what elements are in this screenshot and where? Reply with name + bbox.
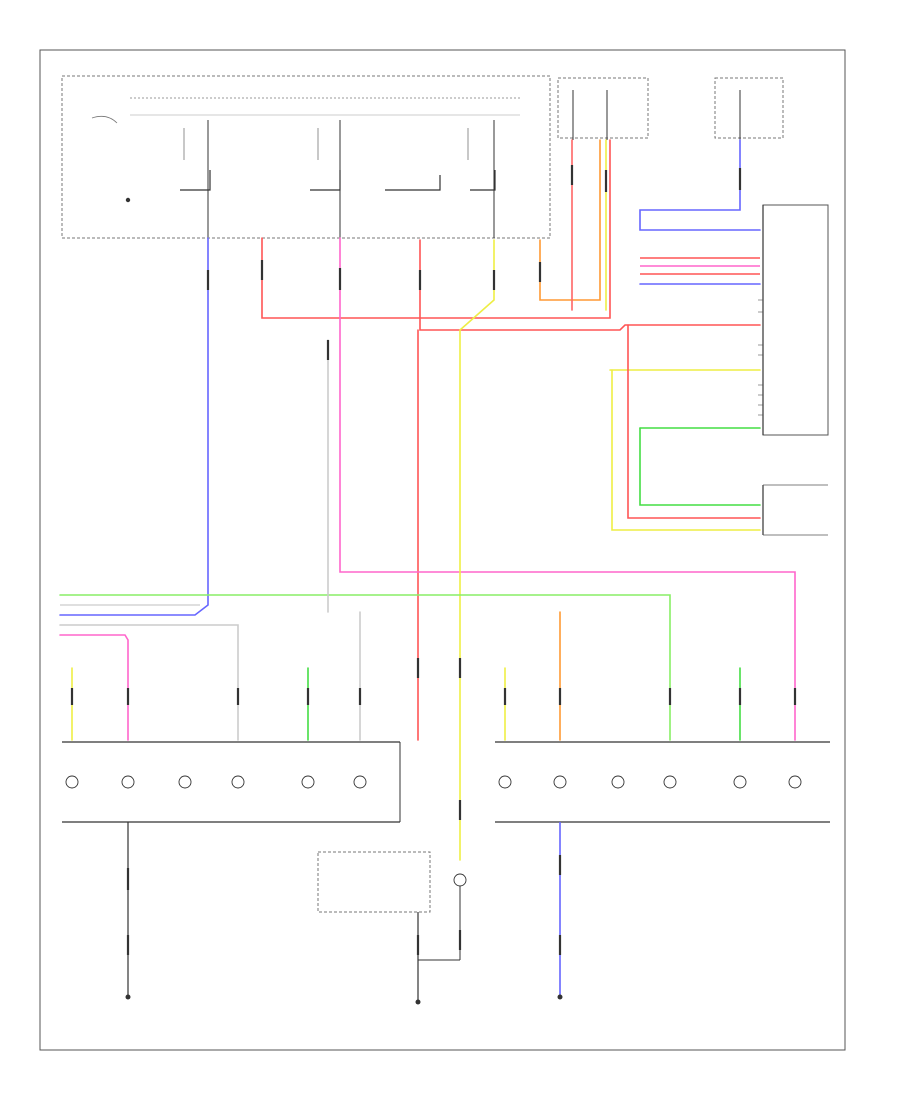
connector-marks (70, 165, 797, 955)
top-module (61, 75, 551, 239)
ground-center (415, 999, 421, 1005)
wire-blue-right (639, 139, 761, 231)
wire-red-right2 (627, 324, 761, 519)
diagram-frame (39, 49, 846, 1051)
fuse-box-1 (557, 77, 649, 140)
left-lamp-assembly (62, 741, 401, 823)
wire-red-main (419, 239, 761, 331)
connector-pins (758, 299, 763, 416)
wire-grey-left (59, 624, 239, 741)
wire-blue-left (59, 237, 209, 616)
wire-yellow (459, 239, 495, 861)
ground-right (557, 822, 563, 1000)
ground-left (125, 822, 131, 1000)
right-lamp-assembly (495, 741, 830, 823)
wire-yellow-v (611, 369, 761, 531)
wire-pink (339, 237, 796, 741)
wire-pink-left (59, 634, 129, 741)
license-lamp-module (317, 851, 467, 1000)
fuse-box-2 (714, 77, 784, 140)
connector-block-2 (762, 484, 828, 536)
wire-red-harness (261, 139, 611, 319)
wire-green-v (639, 427, 761, 506)
connector-block-1 (762, 204, 829, 436)
wire-orange (539, 139, 601, 301)
wire-green-long (59, 594, 671, 741)
